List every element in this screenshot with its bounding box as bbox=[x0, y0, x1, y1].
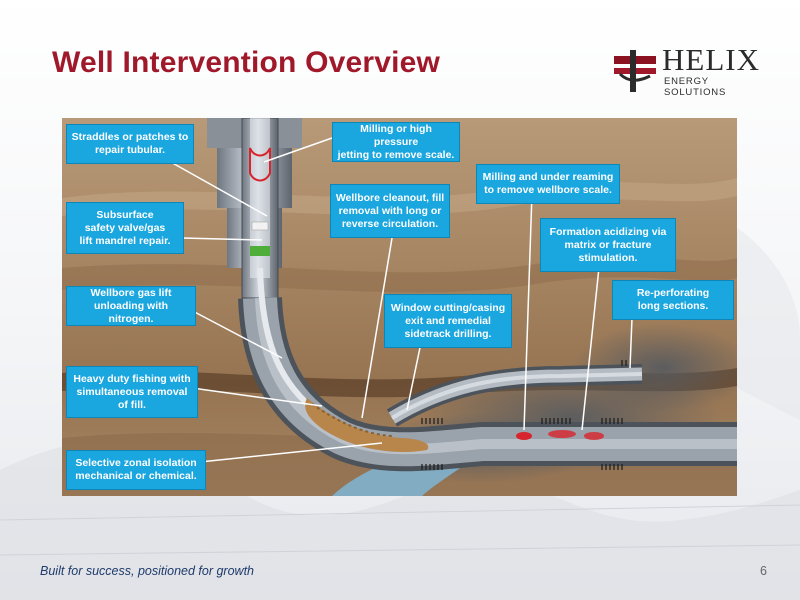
footer-tagline: Built for success, positioned for growth bbox=[40, 564, 254, 578]
callout-milling-jetting: Milling or high pressure jetting to remo… bbox=[332, 122, 460, 162]
well-diagram: Straddles or patches to repair tubular. … bbox=[62, 118, 737, 496]
page-title: Well Intervention Overview bbox=[52, 46, 441, 79]
callout-acidizing: Formation acidizing via matrix or fractu… bbox=[540, 218, 676, 272]
logo-wordmark: HELIX bbox=[662, 42, 760, 77]
callout-under-reaming: Milling and under reaming to remove well… bbox=[476, 164, 620, 204]
company-logo: HELIX ENERGY SOLUTIONS bbox=[610, 42, 760, 102]
callout-heavy-fishing: Heavy duty fishing with simultaneous rem… bbox=[66, 366, 198, 418]
page-number: 6 bbox=[760, 564, 767, 578]
callout-wellbore-cleanout: Wellbore cleanout, fill removal with lon… bbox=[330, 184, 450, 238]
logo-mark-icon bbox=[614, 50, 656, 92]
callout-zonal-isolation: Selective zonal isolation mechanical or … bbox=[66, 450, 206, 490]
callout-window-cutting: Window cutting/casing exit and remedial … bbox=[384, 294, 512, 348]
callout-gas-lift: Wellbore gas lift unloading with nitroge… bbox=[66, 286, 196, 326]
callout-straddles: Straddles or patches to repair tubular. bbox=[66, 124, 194, 164]
callout-re-perforating: Re-perforating long sections. bbox=[612, 280, 734, 320]
callout-safety-valve: Subsurface safety valve/gas lift mandrel… bbox=[66, 202, 184, 254]
logo-tagline: ENERGY SOLUTIONS bbox=[664, 76, 727, 98]
